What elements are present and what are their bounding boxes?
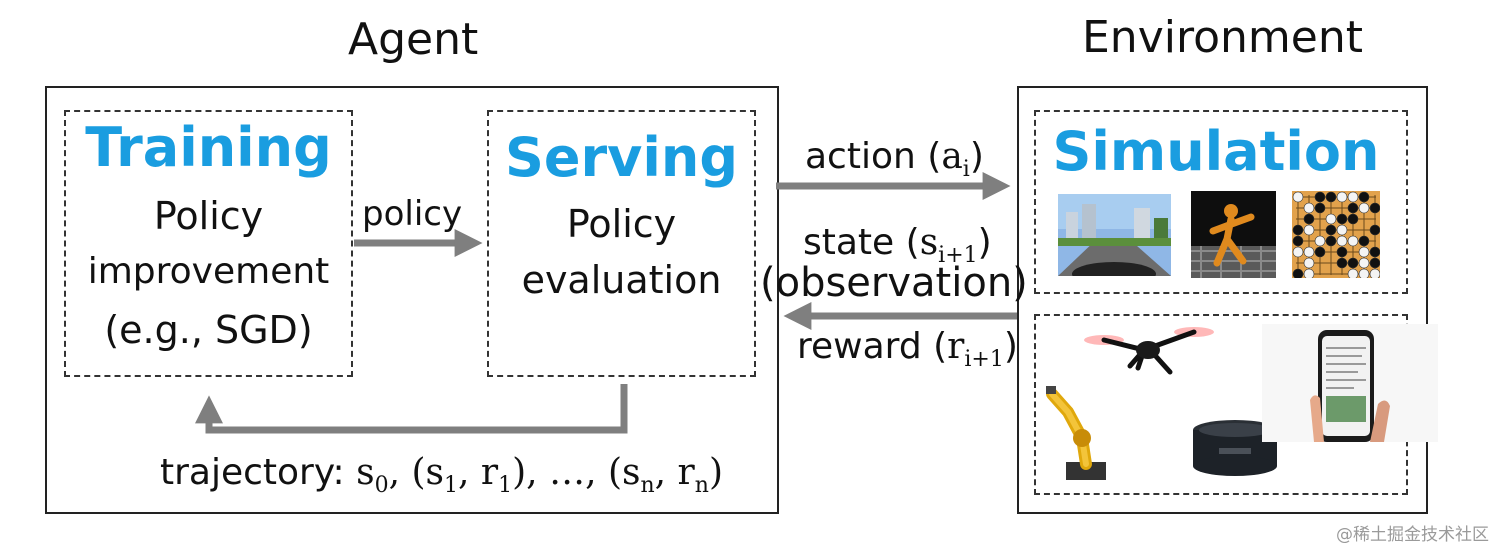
go-stone [1303,268,1315,278]
trajectory-prefix: trajectory: [160,452,345,493]
watermark: @稀土掘金技术社区 [1336,525,1489,545]
go-stone [1336,213,1348,225]
go-stone [1292,235,1304,247]
go-stone [1325,213,1337,225]
go-stone [1314,191,1326,203]
go-stone [1303,213,1315,225]
go-stone [1303,202,1315,214]
go-stone [1358,202,1370,214]
policy-arrow-label: policy [362,194,463,234]
go-stone [1369,257,1380,269]
go-stone [1303,257,1315,269]
agent-title: Agent [348,14,479,65]
go-stone [1336,246,1348,258]
trajectory-formula: s0, (s1, r1), …, (sn, rn) [356,452,723,499]
go-stone [1369,202,1380,214]
serving-heading: Serving [505,126,738,189]
go-stone [1314,246,1326,258]
go-stone [1358,268,1370,278]
go-stone [1325,224,1337,236]
serving-box [487,110,756,377]
go-stone [1369,246,1380,258]
environment-title: Environment [1082,12,1363,63]
go-stone [1347,268,1359,278]
go-stone [1325,191,1337,203]
smartphone-image [1262,324,1438,442]
go-stone [1336,191,1348,203]
go-board-thumbnail [1292,191,1380,278]
humanoid-sim-thumbnail [1191,191,1276,278]
training-line-policy: Policy [153,194,264,238]
serving-line-policy: Policy [566,202,677,246]
training-heading: Training [85,116,332,179]
training-box [64,110,353,377]
go-stone [1292,268,1304,278]
simulation-box [1034,110,1408,294]
go-stone [1336,235,1348,247]
go-stone [1336,257,1348,269]
go-stone [1292,224,1304,236]
go-stone [1358,246,1370,258]
go-stone [1347,235,1359,247]
go-stone [1314,235,1326,247]
go-stone [1358,235,1370,247]
agent-panel [45,86,779,514]
go-stone [1369,224,1380,236]
trajectory-arrow [195,384,628,434]
go-stone [1292,191,1304,203]
go-stone [1325,235,1337,247]
action-label: action (ai) [805,136,984,183]
environment-panel [1017,86,1428,514]
smart-speaker-image [1189,418,1281,480]
go-stone [1358,257,1370,269]
trajectory-label: trajectory: s0, (s1, r1), …, (sn, rn) [160,452,723,498]
go-stone [1347,191,1359,203]
reward-label: reward (ri+1) [797,326,1018,373]
simulation-heading: Simulation [1052,120,1380,183]
state-label: state (si+1) [803,222,992,269]
go-stone [1303,246,1315,258]
training-line-improvement: improvement [87,251,330,292]
go-stone [1347,202,1359,214]
drone-image [1082,318,1220,378]
go-stone [1347,257,1359,269]
serving-line-evaluation: evaluation [521,258,722,302]
robot-arm-image [1046,382,1118,482]
observation-label: (observation) [760,260,1028,306]
go-stone [1292,246,1304,258]
driving-sim-thumbnail [1058,194,1171,276]
training-line-example: (e.g., SGD) [104,308,313,352]
go-stone [1347,213,1359,225]
go-stone [1303,224,1315,236]
go-stone [1358,191,1370,203]
go-stone [1314,202,1326,214]
go-stone [1369,268,1380,278]
go-stone [1336,224,1348,236]
